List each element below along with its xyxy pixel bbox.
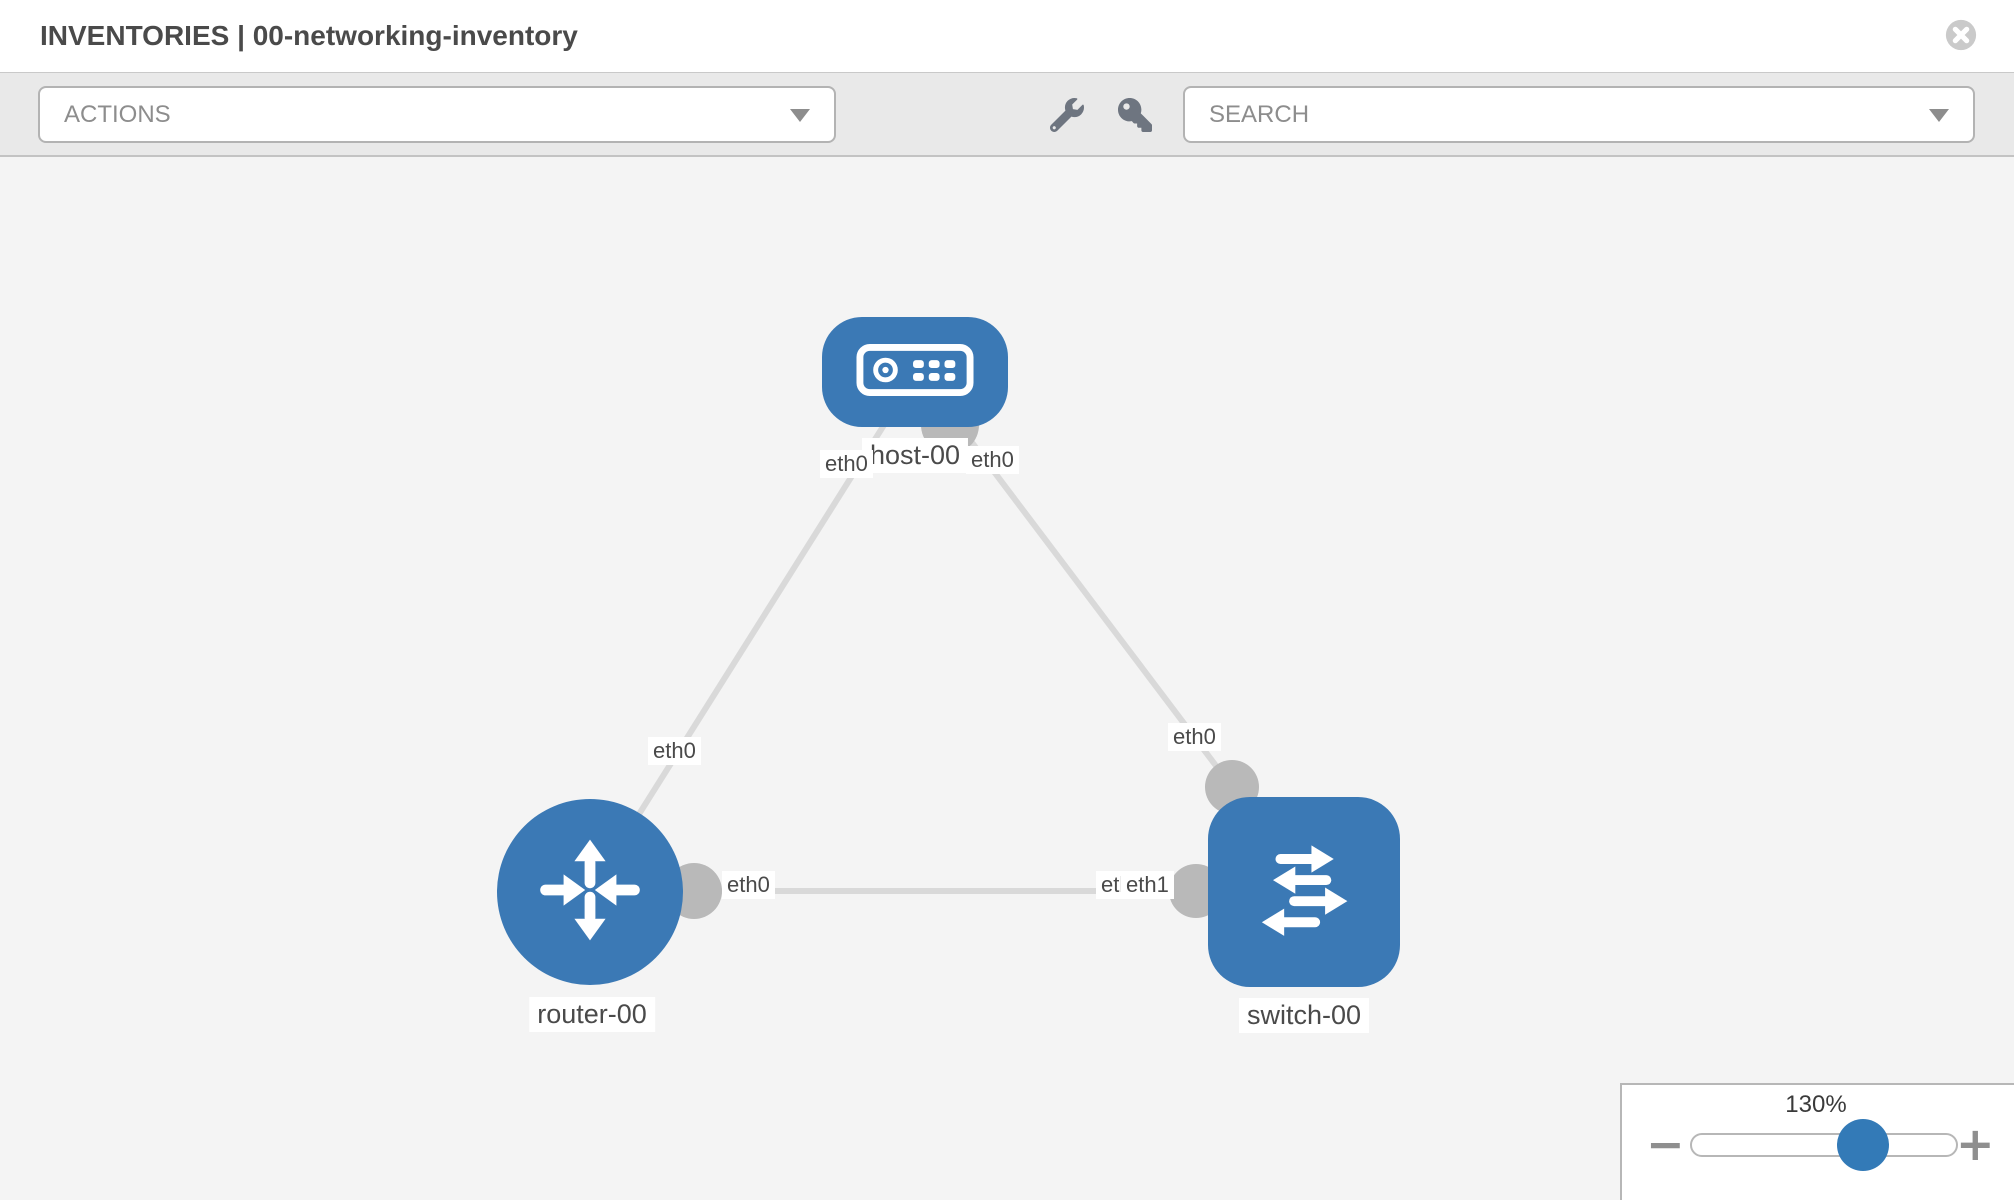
chevron-down-icon <box>1929 108 1949 122</box>
node-switch-00[interactable] <box>1208 797 1400 987</box>
node-label-host-00: host-00 <box>861 438 969 473</box>
iface-label-host-eth0-right: eth0 <box>966 446 1019 474</box>
iface-label-host-eth0-left: eth0 <box>820 450 873 478</box>
zoom-in-button[interactable]: + <box>1956 1117 1995 1171</box>
topology-canvas[interactable]: host-00 router-00 switch-00 eth0 eth0 et… <box>0 157 2014 1200</box>
zoom-level-value: 130% <box>1785 1091 1847 1118</box>
actions-dropdown[interactable]: ACTIONS <box>38 86 836 143</box>
node-label-router-00: router-00 <box>529 997 655 1032</box>
zoom-control-panel: 130% − + <box>1620 1083 2014 1200</box>
close-button[interactable] <box>1944 18 1978 52</box>
iface-label-switch-eth1: eth1 <box>1121 871 1174 899</box>
node-host-00[interactable] <box>822 317 1008 427</box>
search-dropdown[interactable]: SEARCH <box>1183 86 1975 143</box>
switch-icon <box>1242 828 1366 957</box>
links-layer <box>587 369 1259 919</box>
node-router-00[interactable] <box>497 799 683 985</box>
host-icon <box>856 343 974 402</box>
actions-dropdown-label: ACTIONS <box>64 100 171 128</box>
router-icon <box>530 830 650 955</box>
zoom-slider-track[interactable] <box>1690 1133 1958 1157</box>
search-dropdown-label: SEARCH <box>1209 100 1310 128</box>
key-button[interactable] <box>1116 97 1154 135</box>
page-header: INVENTORIES | 00-networking-inventory <box>0 0 2014 72</box>
close-icon <box>1944 19 1978 55</box>
key-icon <box>1118 97 1152 135</box>
page-title: INVENTORIES | 00-networking-inventory <box>40 20 578 51</box>
iface-label-switch-eth0-top: eth0 <box>1168 723 1221 751</box>
configure-button[interactable] <box>1048 97 1086 135</box>
chevron-down-icon <box>790 108 810 122</box>
node-label-switch-00: switch-00 <box>1238 998 1370 1033</box>
zoom-out-button[interactable]: − <box>1646 1117 1685 1171</box>
wrench-icon <box>1049 97 1084 135</box>
zoom-slider-thumb[interactable] <box>1837 1119 1889 1171</box>
iface-label-router-eth0-right: eth0 <box>722 871 775 899</box>
toolbar: ACTIONS SEARCH <box>0 72 2014 157</box>
iface-label-router-eth0-top: eth0 <box>648 737 701 765</box>
